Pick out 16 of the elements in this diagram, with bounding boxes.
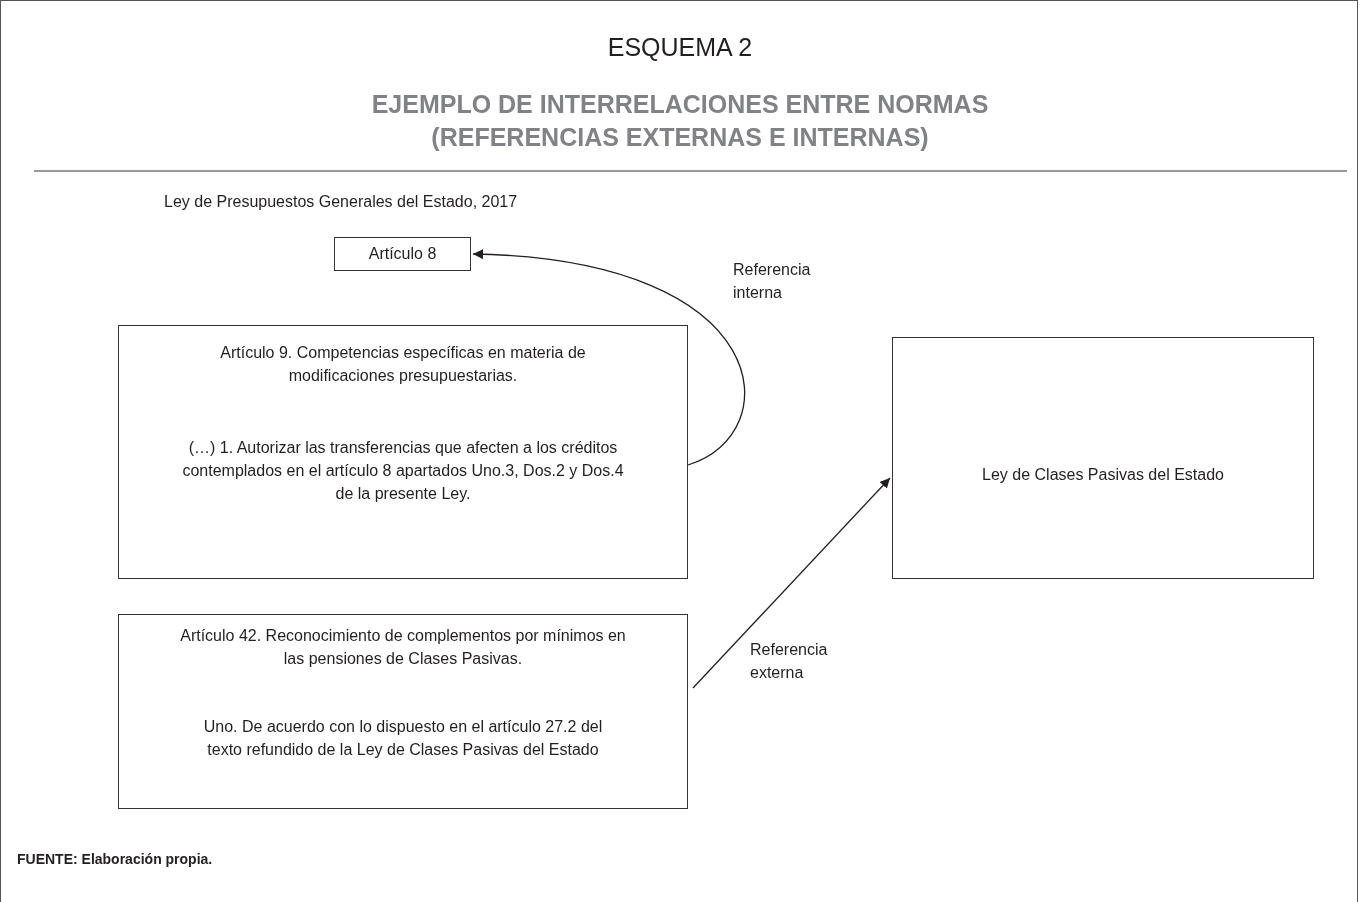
law-box xyxy=(334,237,471,271)
box-label: Ley de Clases Pasivas del Estado xyxy=(981,465,1225,485)
article-excerpt: (…) 1. Autorizar las transferencias que afecten a los créditos contemplados en el artículo 8 apartados Uno.3, Dos.2 y Dos.4 de la presente Ley. xyxy=(181,438,625,504)
source-note: FUENTE: Elaboración propia. xyxy=(17,851,213,867)
box-label: Artículo 8 xyxy=(367,244,438,264)
subtitle: EJEMPLO DE INTERRELACIONES ENTRE NORMAS (REFERENCIAS EXTERNAS E INTERNAS) xyxy=(370,89,990,153)
article-box xyxy=(118,325,688,579)
article-box xyxy=(118,614,688,809)
article-excerpt: Uno. De acuerdo con lo dispuesto en el artículo 27.2 del texto refundido de la Ley de Clases Pasivas del Estado xyxy=(202,717,604,760)
law-box xyxy=(892,337,1314,579)
heading: ESQUEMA 2 xyxy=(606,32,754,62)
section-heading: Ley de Presupuestos Generales del Estado, 2017 xyxy=(164,192,518,212)
arrow xyxy=(472,249,746,466)
article-heading: Artículo 42. Reconocimiento de complementos por mínimos en las pensiones de Clases Pasivas. xyxy=(179,626,627,669)
arrow xyxy=(692,477,891,689)
article-heading: Artículo 9. Competencias específicas en materia de modificaciones presupuestarias. xyxy=(219,343,587,386)
